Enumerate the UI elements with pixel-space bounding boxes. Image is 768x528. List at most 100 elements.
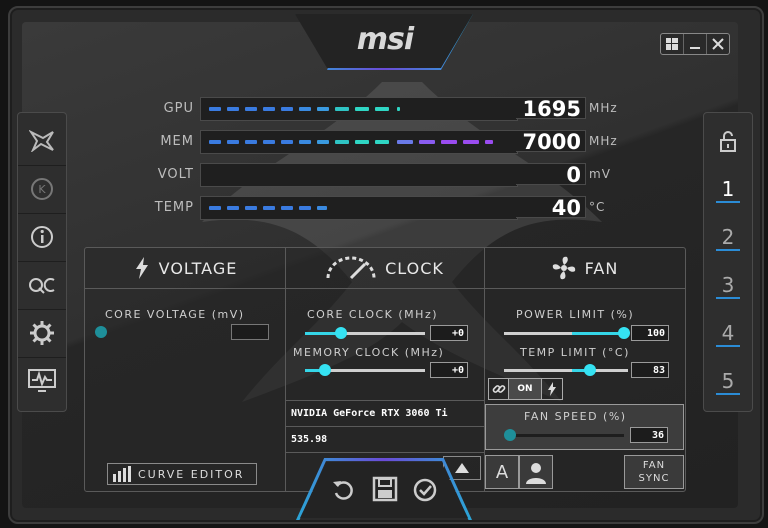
core-voltage-label: CORE VOLTAGE (mV) bbox=[105, 308, 245, 321]
temp-limit-track bbox=[504, 369, 628, 372]
profile-2-button[interactable]: 2 bbox=[704, 213, 752, 261]
profile-toolbar: 1 2 3 4 5 bbox=[703, 112, 753, 412]
svg-text:K: K bbox=[38, 183, 46, 196]
clock-section: CLOCK CORE CLOCK (MHz) +0 MEMORY CLOCK (… bbox=[285, 248, 485, 491]
settings-gear-icon[interactable] bbox=[18, 309, 66, 358]
driver-divider-bottom bbox=[285, 452, 484, 453]
core-clock-track bbox=[305, 332, 425, 335]
power-limit-slider[interactable] bbox=[618, 327, 630, 339]
power-limit-value[interactable]: 100 bbox=[631, 325, 669, 341]
memory-clock-label: MEMORY CLOCK (MHz) bbox=[293, 346, 445, 359]
gpu-name: NVIDIA GeForce RTX 3060 Ti bbox=[291, 408, 448, 419]
meter-label: TEMP bbox=[154, 200, 194, 215]
gpu-info-divider bbox=[285, 400, 484, 401]
meter-bar bbox=[200, 163, 518, 187]
core-clock-slider[interactable] bbox=[335, 327, 347, 339]
core-clock-label: CORE CLOCK (MHz) bbox=[307, 308, 439, 321]
meter-label: GPU bbox=[163, 101, 194, 116]
meter-bar bbox=[200, 130, 518, 154]
fan-auto-label: A bbox=[495, 461, 509, 483]
memory-clock-slider[interactable] bbox=[319, 364, 331, 376]
lightning-icon bbox=[135, 257, 148, 279]
core-clock-fill bbox=[305, 332, 341, 335]
save-icon[interactable] bbox=[372, 476, 398, 502]
memory-clock-track bbox=[305, 369, 425, 372]
fan-speed-label: FAN SPEED (%) bbox=[524, 410, 627, 423]
memory-clock-value[interactable]: +0 bbox=[430, 362, 468, 378]
temp-limit-fill bbox=[572, 369, 590, 372]
profile-3-button[interactable]: 3 bbox=[704, 261, 752, 309]
meter-bar bbox=[200, 97, 518, 121]
apply-check-icon[interactable] bbox=[413, 478, 437, 502]
expand-up-button[interactable] bbox=[443, 456, 481, 480]
fan-title: FAN bbox=[584, 258, 619, 278]
fan-sync-button[interactable]: FAN SYNC bbox=[624, 455, 684, 489]
window-controls bbox=[660, 33, 730, 55]
speedometer-icon bbox=[326, 256, 376, 280]
logo-plate bbox=[295, 14, 473, 68]
driver-divider bbox=[285, 426, 484, 427]
kombustor-icon[interactable]: K bbox=[18, 165, 66, 214]
user-icon bbox=[526, 463, 546, 484]
info-icon[interactable] bbox=[18, 213, 66, 262]
left-toolbar: K bbox=[17, 112, 67, 412]
power-limit-fill bbox=[572, 332, 626, 335]
profile-5-button[interactable]: 5 bbox=[704, 357, 752, 405]
meter-label: MEM bbox=[160, 134, 194, 149]
close-button[interactable] bbox=[707, 34, 729, 54]
core-voltage-value[interactable] bbox=[231, 324, 269, 340]
minimize-button[interactable] bbox=[684, 34, 707, 54]
voltage-header: VOLTAGE bbox=[85, 248, 285, 289]
meter-value: 0 bbox=[516, 163, 586, 186]
msi-logo: msi bbox=[356, 22, 414, 57]
meter-unit: mV bbox=[589, 167, 611, 181]
fan-speed-box: FAN SPEED (%) 36 bbox=[485, 404, 684, 450]
clock-title: CLOCK bbox=[385, 258, 444, 278]
meter-bar bbox=[200, 196, 518, 220]
core-voltage-slider[interactable] bbox=[95, 326, 107, 338]
meter-value: 7000 bbox=[516, 130, 586, 153]
fan-user-button[interactable] bbox=[519, 455, 553, 489]
meter-value: 40 bbox=[516, 196, 586, 219]
fan-section: FAN POWER LIMIT (%) 100 TEMP LIMIT (°C) … bbox=[484, 248, 685, 491]
power-limit-track bbox=[504, 332, 628, 335]
meter-unit: °C bbox=[589, 200, 606, 214]
oc-scanner-icon[interactable] bbox=[18, 261, 66, 310]
core-clock-value[interactable]: +0 bbox=[430, 325, 468, 341]
link-button[interactable] bbox=[488, 378, 510, 400]
bar-graph-icon bbox=[113, 466, 131, 482]
temp-limit-slider[interactable] bbox=[584, 364, 596, 376]
fan-icon bbox=[552, 256, 575, 280]
fan-speed-slider[interactable] bbox=[504, 429, 516, 441]
link-toggle-on[interactable]: ON bbox=[508, 378, 542, 400]
temp-limit-value[interactable]: 83 bbox=[631, 362, 669, 378]
driver-version: 535.98 bbox=[291, 434, 328, 445]
chain-link-icon bbox=[492, 385, 506, 393]
windows-icon[interactable] bbox=[661, 34, 684, 54]
meter-label: VOLT bbox=[157, 167, 194, 182]
meter-unit: MHz bbox=[589, 134, 618, 148]
link-lightning-button[interactable] bbox=[541, 378, 563, 400]
meter-value: 1695 bbox=[516, 97, 586, 120]
fan-header: FAN bbox=[484, 248, 685, 289]
lock-icon[interactable] bbox=[704, 117, 752, 165]
fan-speed-value[interactable]: 36 bbox=[630, 427, 668, 443]
profile-1-button[interactable]: 1 bbox=[704, 165, 752, 213]
profile-4-button[interactable]: 4 bbox=[704, 309, 752, 357]
dragon-icon[interactable] bbox=[18, 117, 66, 166]
power-limit-label: POWER LIMIT (%) bbox=[516, 308, 635, 321]
meter-unit: MHz bbox=[589, 101, 618, 115]
lightning-small-icon bbox=[548, 382, 556, 396]
monitoring-icon[interactable] bbox=[18, 357, 66, 405]
reset-icon[interactable] bbox=[331, 478, 355, 502]
control-panel: VOLTAGE CORE VOLTAGE (mV) CURVE EDITOR C… bbox=[84, 247, 686, 492]
clock-header: CLOCK bbox=[285, 248, 484, 289]
fan-sync-label: FAN SYNC bbox=[638, 460, 670, 484]
memory-clock-fill bbox=[305, 369, 325, 372]
fan-speed-track bbox=[508, 434, 624, 437]
triangle-up-icon bbox=[455, 463, 469, 473]
voltage-section: VOLTAGE CORE VOLTAGE (mV) CURVE EDITOR bbox=[85, 248, 286, 491]
curve-editor-button[interactable]: CURVE EDITOR bbox=[107, 463, 257, 485]
curve-editor-label: CURVE EDITOR bbox=[138, 467, 245, 481]
fan-auto-button[interactable]: A bbox=[485, 455, 519, 489]
